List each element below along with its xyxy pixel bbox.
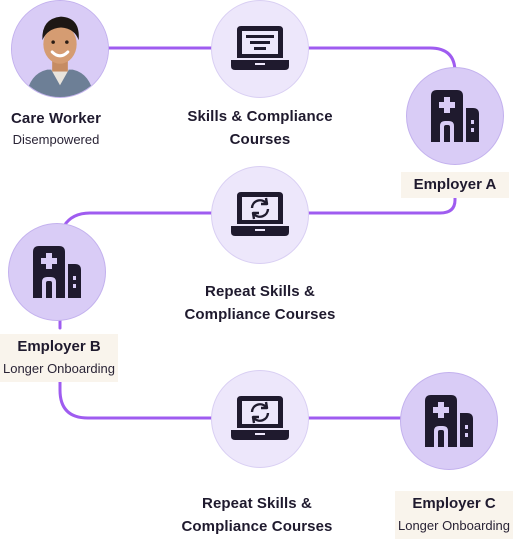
employer-c-tag: Employer C Longer Onboarding (395, 491, 513, 539)
employer-b-node (8, 223, 106, 321)
step-3-label: Repeat Skills & Compliance Courses (157, 492, 357, 538)
step-2-node (211, 166, 309, 264)
care-worker-subtitle: Disempowered (12, 132, 100, 147)
step-1-label-line1: Skills & Compliance (187, 108, 333, 125)
employer-a-node (406, 67, 504, 165)
care-worker-title: Care Worker (10, 110, 102, 127)
employer-c-title: Employer C (412, 495, 496, 512)
step-2-label: Repeat Skills & Compliance Courses (160, 280, 360, 326)
step-1-node (211, 0, 309, 98)
employer-c-subtitle: Longer Onboarding (397, 518, 511, 533)
step-1-label-line2: Courses (229, 131, 291, 148)
step-2-label-line1: Repeat Skills & (205, 283, 315, 300)
care-worker-avatar (11, 0, 109, 98)
hospital-building-icon (33, 246, 81, 298)
laptop-sync-icon (231, 396, 289, 440)
laptop-sync-icon (231, 192, 289, 236)
employer-b-tag: Employer B Longer Onboarding (0, 334, 118, 382)
laptop-course-icon (231, 26, 289, 70)
step-1-label: Skills & Compliance Courses (170, 105, 350, 151)
step-3-label-line1: Repeat Skills & (202, 495, 312, 512)
employer-c-node (400, 372, 498, 470)
step-2-label-line2: Compliance Courses (184, 306, 336, 323)
employer-b-title: Employer B (17, 338, 101, 355)
step-3-label-line2: Compliance Courses (181, 518, 333, 535)
step-3-node (211, 370, 309, 468)
hospital-building-icon (425, 395, 473, 447)
person-avatar-icon (12, 1, 108, 97)
employer-a-tag: Employer A (401, 172, 509, 198)
hospital-building-icon (431, 90, 479, 142)
employer-b-subtitle: Longer Onboarding (2, 361, 116, 376)
